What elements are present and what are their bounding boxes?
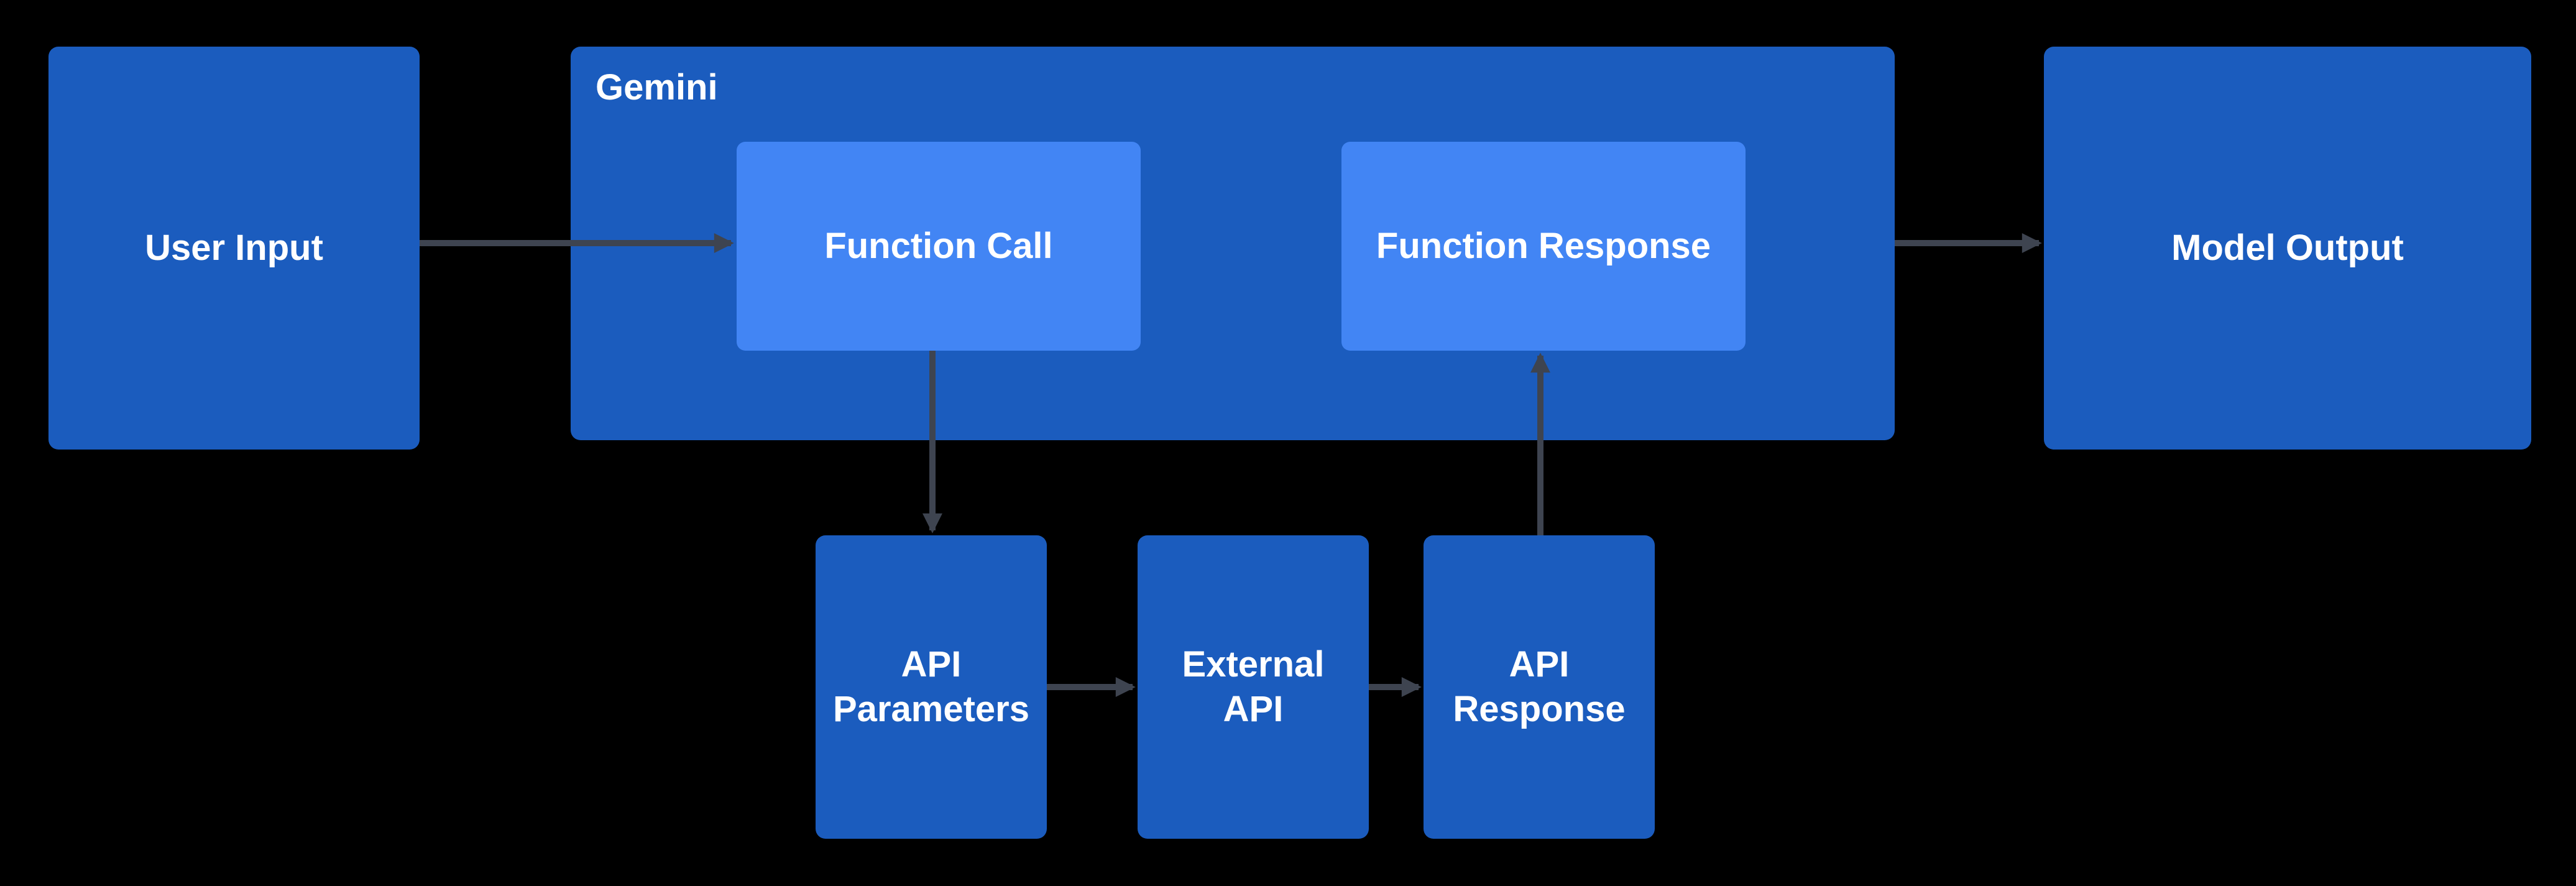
node-function-response: Function Response: [1341, 142, 1746, 351]
node-gemini-container: Gemini Function Call Function Response: [571, 47, 1895, 440]
node-function-call: Function Call: [737, 142, 1141, 351]
node-api-response: API Response: [1424, 535, 1655, 839]
node-function-response-label: Function Response: [1376, 225, 1711, 266]
node-user-input: User Input: [48, 47, 420, 450]
node-api-response-label: API Response: [1453, 644, 1626, 730]
node-model-output-label: Model Output: [2171, 227, 2404, 268]
node-external-api: External API: [1138, 535, 1369, 839]
node-api-parameters-label: API Parameters: [833, 644, 1029, 730]
node-gemini-label: Gemini: [596, 67, 718, 108]
node-function-call-label: Function Call: [824, 225, 1053, 266]
node-user-input-label: User Input: [145, 227, 323, 268]
node-external-api-label: External API: [1182, 644, 1325, 730]
node-api-parameters: API Parameters: [816, 535, 1047, 839]
node-model-output: Model Output: [2044, 47, 2531, 450]
